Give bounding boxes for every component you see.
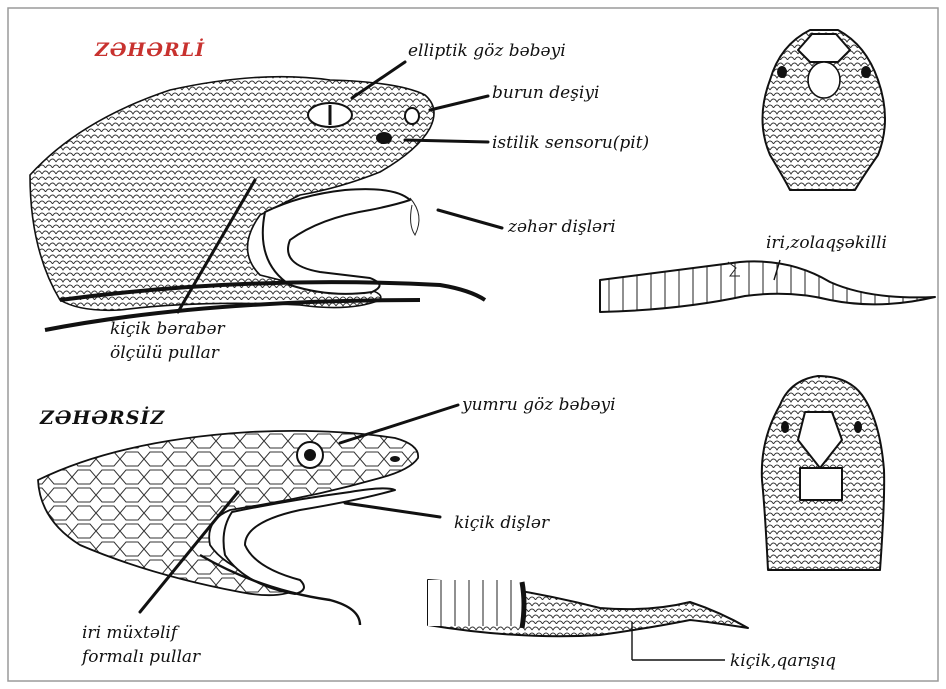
nonvenomous-head-topview: [762, 376, 884, 570]
venomous-tail: [600, 261, 935, 312]
round-pupil-leader: [340, 405, 458, 443]
label-heat-pit: istilik sensoru(pit): [492, 133, 649, 153]
label-round-pupil: yumru göz bəbəyi: [461, 395, 616, 415]
label-fangs: zəhər dişləri: [507, 217, 616, 237]
label-large-scales-line1: iri müxtəlif: [82, 623, 180, 643]
label-large-banded: iri,zolaqşəkilli: [766, 233, 887, 253]
label-small-mixed: kiçik,qarışıq: [730, 651, 836, 671]
nonvenomous-section: ZƏHƏRSİZ yumru göz bəbəyi kiçik dişlər i…: [38, 376, 884, 671]
small-teeth-leader: [345, 503, 440, 517]
fangs-leader: [438, 210, 502, 228]
label-elliptical-pupil: elliptik göz bəbəyi: [408, 41, 566, 61]
label-small-scales-line1: kiçik bərabər: [110, 319, 226, 339]
label-small-teeth: kiçik dişlər: [454, 513, 550, 533]
nonvenomous-head-illustration: [38, 431, 418, 625]
nonvenomous-title: ZƏHƏRSİZ: [39, 406, 165, 429]
venomous-section: ZƏHƏRLİ elliptik göz bəbəyi burun deşiyi…: [30, 30, 935, 363]
venomous-title: ZƏHƏRLİ: [94, 38, 205, 61]
venomous-head-illustration: [30, 77, 485, 330]
label-small-scales-line2: ölçülü pullar: [110, 343, 220, 363]
label-nostril: burun deşiyi: [492, 83, 599, 103]
venomous-head-topview: [763, 30, 886, 190]
label-large-scales-line2: formalı pullar: [80, 647, 201, 667]
pit-leader: [405, 140, 488, 142]
nonvenomous-tail: [428, 580, 748, 636]
nostril-leader: [430, 96, 488, 110]
